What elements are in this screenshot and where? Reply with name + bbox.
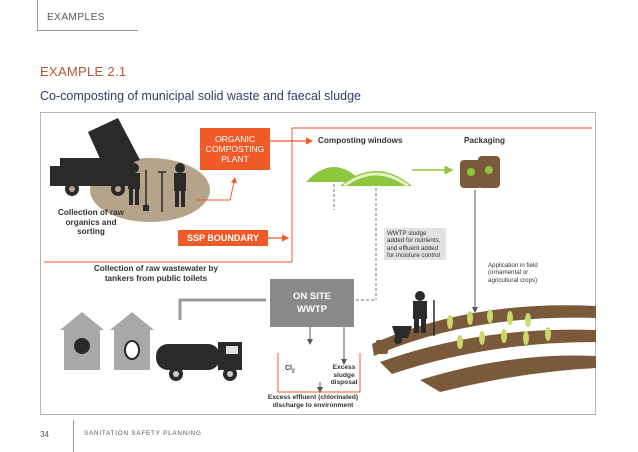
application-field-label: Application in field (ornamental or agri… (488, 262, 538, 284)
ssp-boundary-label: SSP BOUNDARY (186, 233, 259, 243)
public-toilet-icon (60, 312, 154, 370)
onsite-wwtp-box (270, 279, 354, 327)
collection-wastewater-label: Collection of raw wastewater by tankers … (93, 264, 219, 283)
composting-windows-icon (306, 167, 412, 188)
footer-divider (73, 420, 74, 452)
section-label: EXAMPLES (47, 12, 105, 23)
onsite-wwtp-label: ON SITE WWTP (292, 291, 331, 315)
collection-organics-label: Collection of raw organics and sorting (58, 208, 124, 236)
cl2-label: Cl2 (285, 365, 295, 375)
excess-sludge-label: Excess sludge disposal (330, 364, 358, 387)
tanker-truck-icon (156, 342, 242, 381)
field-icon (372, 305, 596, 392)
example-title: Co-composting of municipal solid waste a… (40, 89, 362, 103)
workers-icon (128, 163, 186, 212)
organic-plant-box (200, 128, 270, 170)
wwtp-sludge-note-box (384, 228, 446, 260)
packaging-label: Packaging (464, 136, 505, 145)
excess-effluent-label: Excess effluent (chlorinated) discharge … (267, 394, 359, 409)
organic-composting-plant-label: ORGANIC COMPOSTING PLANT (205, 134, 265, 164)
header-tab (37, 0, 138, 31)
packaging-sacks-icon (460, 156, 500, 188)
ssp-boundary-box (178, 230, 268, 246)
diagram-frame (40, 112, 596, 415)
publication-title: SANITATION SAFETY PLANNING (84, 430, 202, 437)
example-label: EXAMPLE 2.1 (40, 64, 127, 79)
composting-windows-label: Composting windows (318, 136, 403, 145)
wwtp-sludge-note: WWTP sludge added for nutrients, and eff… (387, 230, 441, 260)
farmer-icon (376, 291, 435, 354)
page-number: 34 (40, 430, 49, 439)
